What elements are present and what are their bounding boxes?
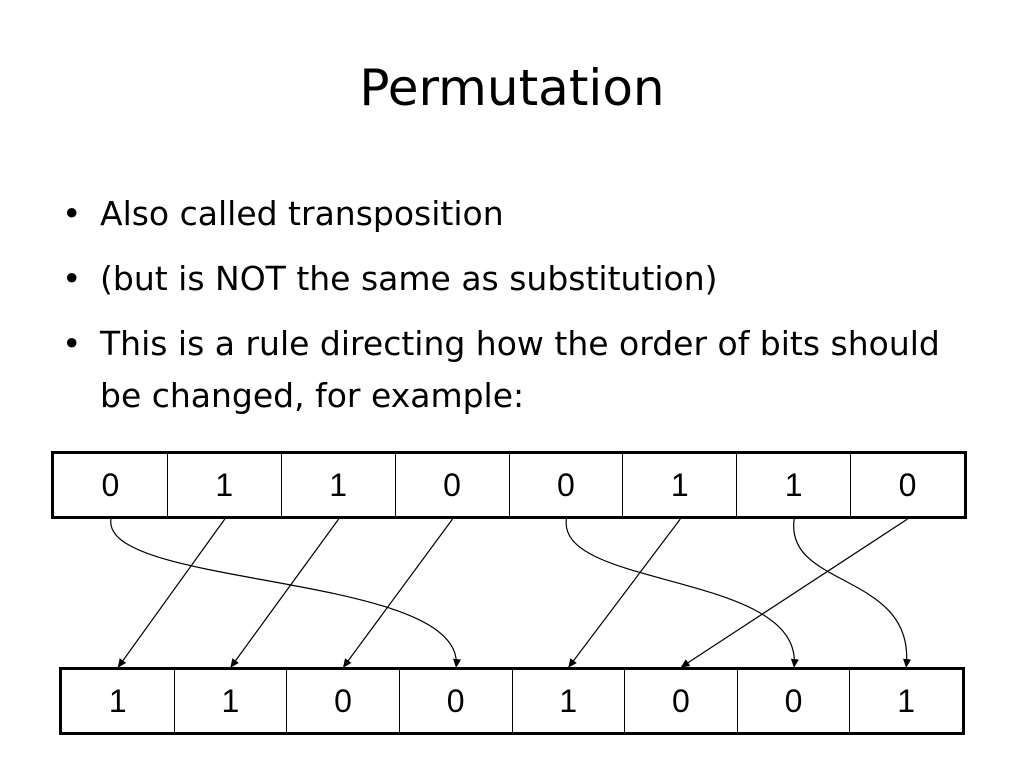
bit-arrow [568,518,681,668]
input-bit-cell: 1 [282,454,396,516]
bit-arrow [110,518,461,668]
input-bit-cell: 0 [898,466,917,503]
bullet-dot: • [62,324,82,363]
bullet-dot: • [62,259,82,298]
bullet-dot: • [62,194,82,233]
bit-arrow [680,518,908,668]
input-bit-cell: 0 [396,454,510,516]
bit-arrow [230,518,340,668]
output-bit-cell: 1 [62,670,175,732]
bit-arrow [565,518,799,668]
bullet-item: • This is a rule directing how the order… [62,318,962,422]
output-bit-row: 1 1 0 0 1 0 0 1 [59,667,965,735]
output-bit-cell: 0 [287,670,400,732]
slide-title: Permutation [359,59,665,117]
output-bit-cell: 0 [625,670,738,732]
bullet-item: • Also called transposition [62,188,962,240]
output-bit-cell: 0 [400,670,513,732]
input-bit-cell: 0 [510,454,624,516]
bit-arrow [342,518,454,668]
bit-arrow [793,518,911,668]
input-bit-row: 0 1 1 0 0 1 1 0 [51,451,967,519]
output-bit-cell: 0 [738,670,851,732]
output-bit-cell: 1 [513,670,626,732]
input-bit-cell: 1 [623,454,738,516]
input-bit-cell: 1 [737,454,852,516]
bullet-text: This is a rule directing how the order o… [100,324,940,415]
bit-arrow [117,518,226,668]
input-bit-cell: 0 [54,454,168,516]
bullet-text: Also called transposition [100,194,504,233]
input-bit-cell: 1 [168,454,282,516]
output-bit-cell: 1 [175,670,288,732]
bullet-item: • (but is NOT the same as substitution) [62,253,962,305]
output-bit-cell: 1 [897,682,916,719]
bullet-list: • Also called transposition • (but is NO… [62,188,962,435]
bullet-text: (but is NOT the same as substitution) [100,259,718,298]
